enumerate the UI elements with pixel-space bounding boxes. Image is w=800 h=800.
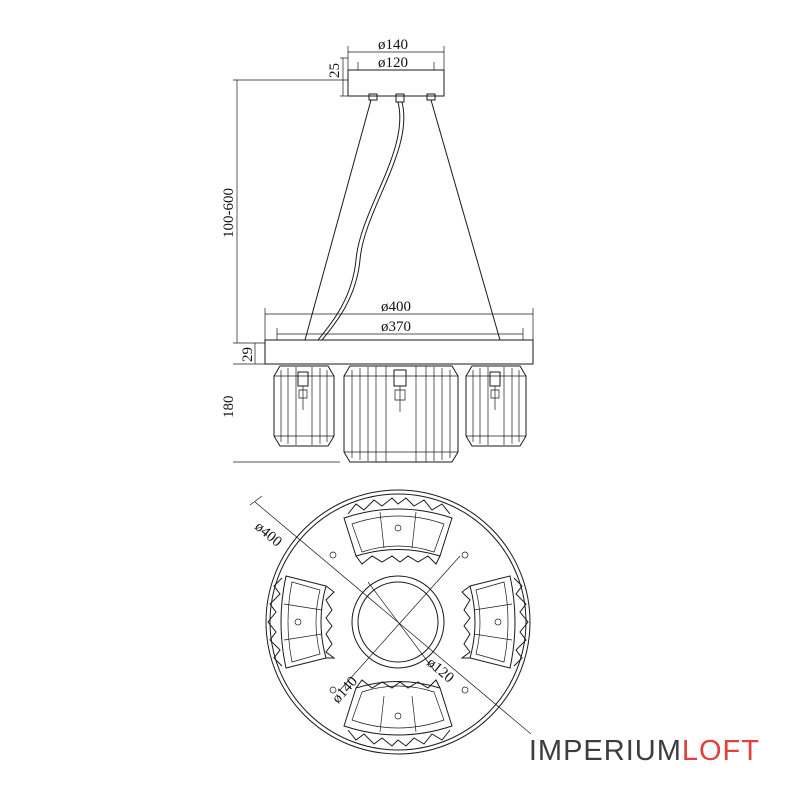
crystal-shade-center <box>343 365 459 463</box>
canopy-height-label: 25 <box>327 63 343 78</box>
shade-top-view-right <box>460 575 529 669</box>
side-view: ø140 ø120 25 100-600 <box>221 37 534 463</box>
ring-outer-diameter-label: ø400 <box>381 299 411 315</box>
ring-height-label: 29 <box>240 347 256 362</box>
shade-top-view-bottom <box>343 679 453 747</box>
outer-ring-circle <box>265 489 531 755</box>
canopy-outer-diameter-label: ø140 <box>378 37 408 53</box>
top-canopy-outer-diameter-label: ø140 <box>329 674 361 707</box>
top-outer-diameter-label: ø400 <box>251 519 284 551</box>
logo-part-loft: LOFT <box>681 735 760 767</box>
suspension-length-label: 100-600 <box>221 188 237 238</box>
crystal-shade-left <box>273 365 335 447</box>
canopy <box>347 69 445 103</box>
suspension-dimension: 100-600 <box>221 79 348 343</box>
logo-part-imperium: IMPERIUM <box>528 735 682 767</box>
imperiumloft-logo: IMPERIUMLOFT <box>529 733 760 769</box>
shade-top-view-left <box>267 575 336 669</box>
ring-inner-diameter-label: ø370 <box>381 319 411 335</box>
shade-top-view-top <box>343 497 453 565</box>
crystal-shade-right <box>465 365 527 447</box>
canopy-inner-diameter-label: ø120 <box>378 55 408 71</box>
suspension <box>304 99 501 341</box>
shade-height-label: 180 <box>221 396 237 419</box>
height-dimensions: 29 180 <box>221 342 340 463</box>
canopy-dimensions: ø140 ø120 25 <box>327 37 445 97</box>
canopy-outer-circle <box>351 575 445 669</box>
top-view: ø400 ø140 ø120 <box>249 489 532 755</box>
canopy-inner-circle <box>357 581 439 663</box>
top-canopy-inner-diameter-label: ø120 <box>423 655 456 687</box>
ring: ø400 ø370 <box>264 299 534 365</box>
